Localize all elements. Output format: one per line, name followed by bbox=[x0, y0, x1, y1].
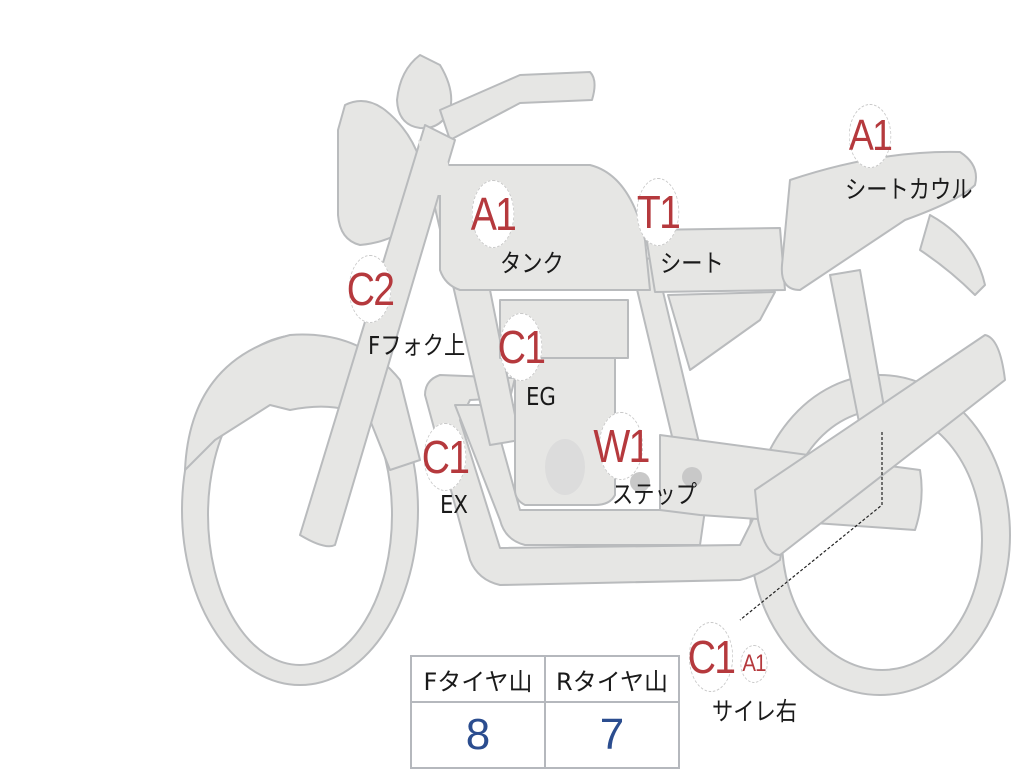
handlebar bbox=[439, 71, 596, 141]
marker-badge-seat: T1 bbox=[636, 178, 681, 246]
marker-badge-engine: C1 bbox=[498, 313, 546, 381]
rear-tire-value: 7 bbox=[544, 701, 680, 769]
marker-label-seat: シート bbox=[660, 249, 724, 278]
marker-label-seat-cowl: シートカウル bbox=[845, 175, 973, 204]
tire-tread-table: Fタイヤ山 Rタイヤ山 8 7 bbox=[410, 655, 680, 769]
footpeg-left bbox=[630, 472, 650, 492]
marker-label-silencer: サイレ右 bbox=[712, 697, 798, 726]
marker-label-engine: EG bbox=[526, 382, 556, 411]
marker-badge-seat-cowl: A1 bbox=[848, 104, 893, 168]
marker-badge-silencer-secondary: A1 bbox=[740, 645, 768, 683]
marker-label-front-fork: Fフォク上 bbox=[368, 331, 466, 360]
marker-badge-exhaust: C1 bbox=[422, 423, 470, 491]
front-fork bbox=[299, 124, 456, 548]
front-tire-value: 8 bbox=[410, 701, 546, 769]
front-tire-header: Fタイヤ山 bbox=[410, 655, 546, 703]
footpeg-right bbox=[682, 467, 702, 487]
marker-badge-step: W1 bbox=[593, 412, 650, 480]
rear-tire-header: Rタイヤ山 bbox=[544, 655, 680, 703]
engine-block bbox=[514, 357, 616, 506]
marker-badge-front-fork: C2 bbox=[347, 255, 395, 323]
seat bbox=[644, 227, 786, 293]
marker-label-step: ステップ bbox=[612, 480, 698, 509]
marker-label-exhaust: EX bbox=[440, 490, 468, 519]
muffler bbox=[754, 334, 1006, 556]
marker-label-tank: タンク bbox=[500, 249, 564, 278]
marker-badge-silencer: C1 bbox=[688, 622, 736, 692]
marker-badge-tank: A1 bbox=[471, 180, 517, 248]
leader-line-silencer bbox=[739, 432, 883, 621]
meter bbox=[396, 54, 453, 130]
